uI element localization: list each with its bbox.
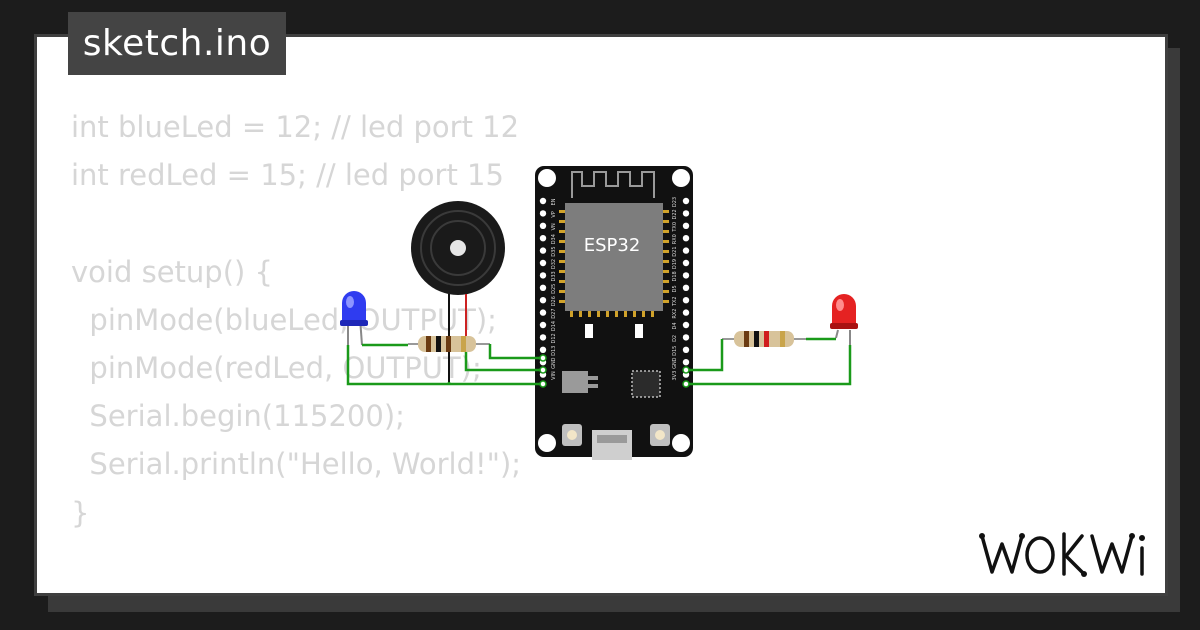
pin-hole[interactable] [539, 297, 547, 304]
pin-label: D5 [672, 285, 678, 292]
pin-hole[interactable] [539, 346, 547, 353]
pin-hole[interactable] [539, 284, 547, 291]
pin-hole[interactable] [539, 222, 547, 229]
pin-hole[interactable] [682, 309, 690, 316]
code-line: void loop() { [71, 585, 521, 593]
resistor-red[interactable] [722, 331, 806, 347]
pin-hole[interactable] [682, 247, 690, 254]
pin-label: D33 [551, 271, 557, 281]
pin-hole[interactable] [539, 309, 547, 316]
pin-label: VN [551, 223, 557, 230]
pin-label: VIN [551, 371, 557, 380]
pin-hole[interactable] [539, 210, 547, 217]
pin-label: D25 [551, 284, 557, 294]
wire-d15 [688, 339, 724, 372]
pin-label: GND [672, 357, 678, 369]
pin-label: RX0 [672, 234, 678, 244]
wokwi-logo [979, 532, 1145, 577]
pin-hole[interactable] [682, 334, 690, 341]
pin-label: D32 [551, 259, 557, 269]
pin-label: EN [551, 198, 557, 205]
esp32-board[interactable]: ESP32 ENVPVND34D35D32D33D25D26D27D14D12D… [535, 166, 693, 460]
pin-hole[interactable] [682, 235, 690, 242]
pin-hole[interactable] [682, 297, 690, 304]
pin-label: D26 [551, 296, 557, 306]
code-line: pinMode(redLed, OUTPUT); [71, 350, 482, 385]
pin-hole[interactable] [539, 334, 547, 341]
pin-hole[interactable] [682, 210, 690, 217]
pin-label: D27 [551, 308, 557, 318]
pin-hole[interactable] [682, 359, 690, 366]
usb-chip [631, 370, 661, 398]
resistor-blue[interactable] [408, 336, 490, 352]
pin-label: RX2 [672, 309, 678, 319]
pin-label: D12 [551, 333, 557, 343]
red-led[interactable] [830, 294, 858, 345]
code-line: pinMode(blueLed, OUTPUT); [71, 302, 497, 337]
wire-gnd-left [346, 345, 541, 386]
pin-label: D21 [672, 246, 678, 256]
pin-hole[interactable] [539, 321, 547, 329]
pin-hole[interactable] [682, 197, 690, 205]
code-preview: int blueLed = 12; // led port 12 int redL… [71, 103, 522, 593]
code-line: Serial.begin(115200); [71, 399, 405, 434]
code-line: int redLed = 15; // led port 15 [71, 158, 504, 193]
pin-label: D14 [551, 321, 557, 331]
pin-label: D4 [672, 322, 678, 329]
pin-label: VP [551, 211, 557, 217]
wire-d12 [488, 344, 541, 360]
pin-label: 3V3 [672, 371, 678, 381]
pin-label: D22 [672, 209, 678, 219]
pin-hole[interactable] [539, 259, 547, 267]
pin-hole[interactable] [539, 247, 547, 254]
pin-hole[interactable] [682, 346, 690, 353]
wires [346, 337, 852, 386]
pin-hole[interactable] [539, 235, 547, 242]
file-tab[interactable]: sketch.ino [68, 12, 286, 75]
pin-label: D23 [672, 197, 678, 207]
pin-hole[interactable] [539, 272, 547, 279]
pin-label: TX2 [672, 296, 678, 307]
pin-label: D15 [672, 346, 678, 356]
code-line: int blueLed = 12; // led port 12 [71, 110, 520, 144]
wire-gnd-right [688, 345, 852, 386]
pin-hole[interactable] [682, 321, 690, 329]
usb-port [592, 430, 632, 460]
wire-d13 [464, 352, 541, 372]
pin-hole[interactable] [682, 272, 690, 279]
pin-label: D13 [551, 346, 557, 356]
pin-label: TX0 [672, 222, 678, 233]
esp32-chip [565, 203, 663, 311]
pin-label: D34 [551, 234, 557, 244]
code-line: void setup() { [71, 254, 273, 289]
pin-hole[interactable] [539, 197, 547, 205]
pin-label: D35 [551, 246, 557, 256]
pin-hole[interactable] [682, 284, 690, 291]
regulator [562, 371, 588, 393]
pin-label: D19 [672, 259, 678, 269]
chip-label: ESP32 [584, 235, 641, 256]
chip-pads [559, 210, 669, 317]
pin-label: D2 [672, 335, 678, 342]
pin-label: D18 [672, 271, 678, 281]
pin-label: GND [551, 357, 557, 369]
pin-hole[interactable] [682, 259, 690, 267]
code-line: } [71, 495, 90, 530]
pin-hole[interactable] [682, 222, 690, 229]
code-line: Serial.println("Hello, World!"); [71, 447, 522, 482]
blue-led[interactable] [340, 291, 368, 346]
